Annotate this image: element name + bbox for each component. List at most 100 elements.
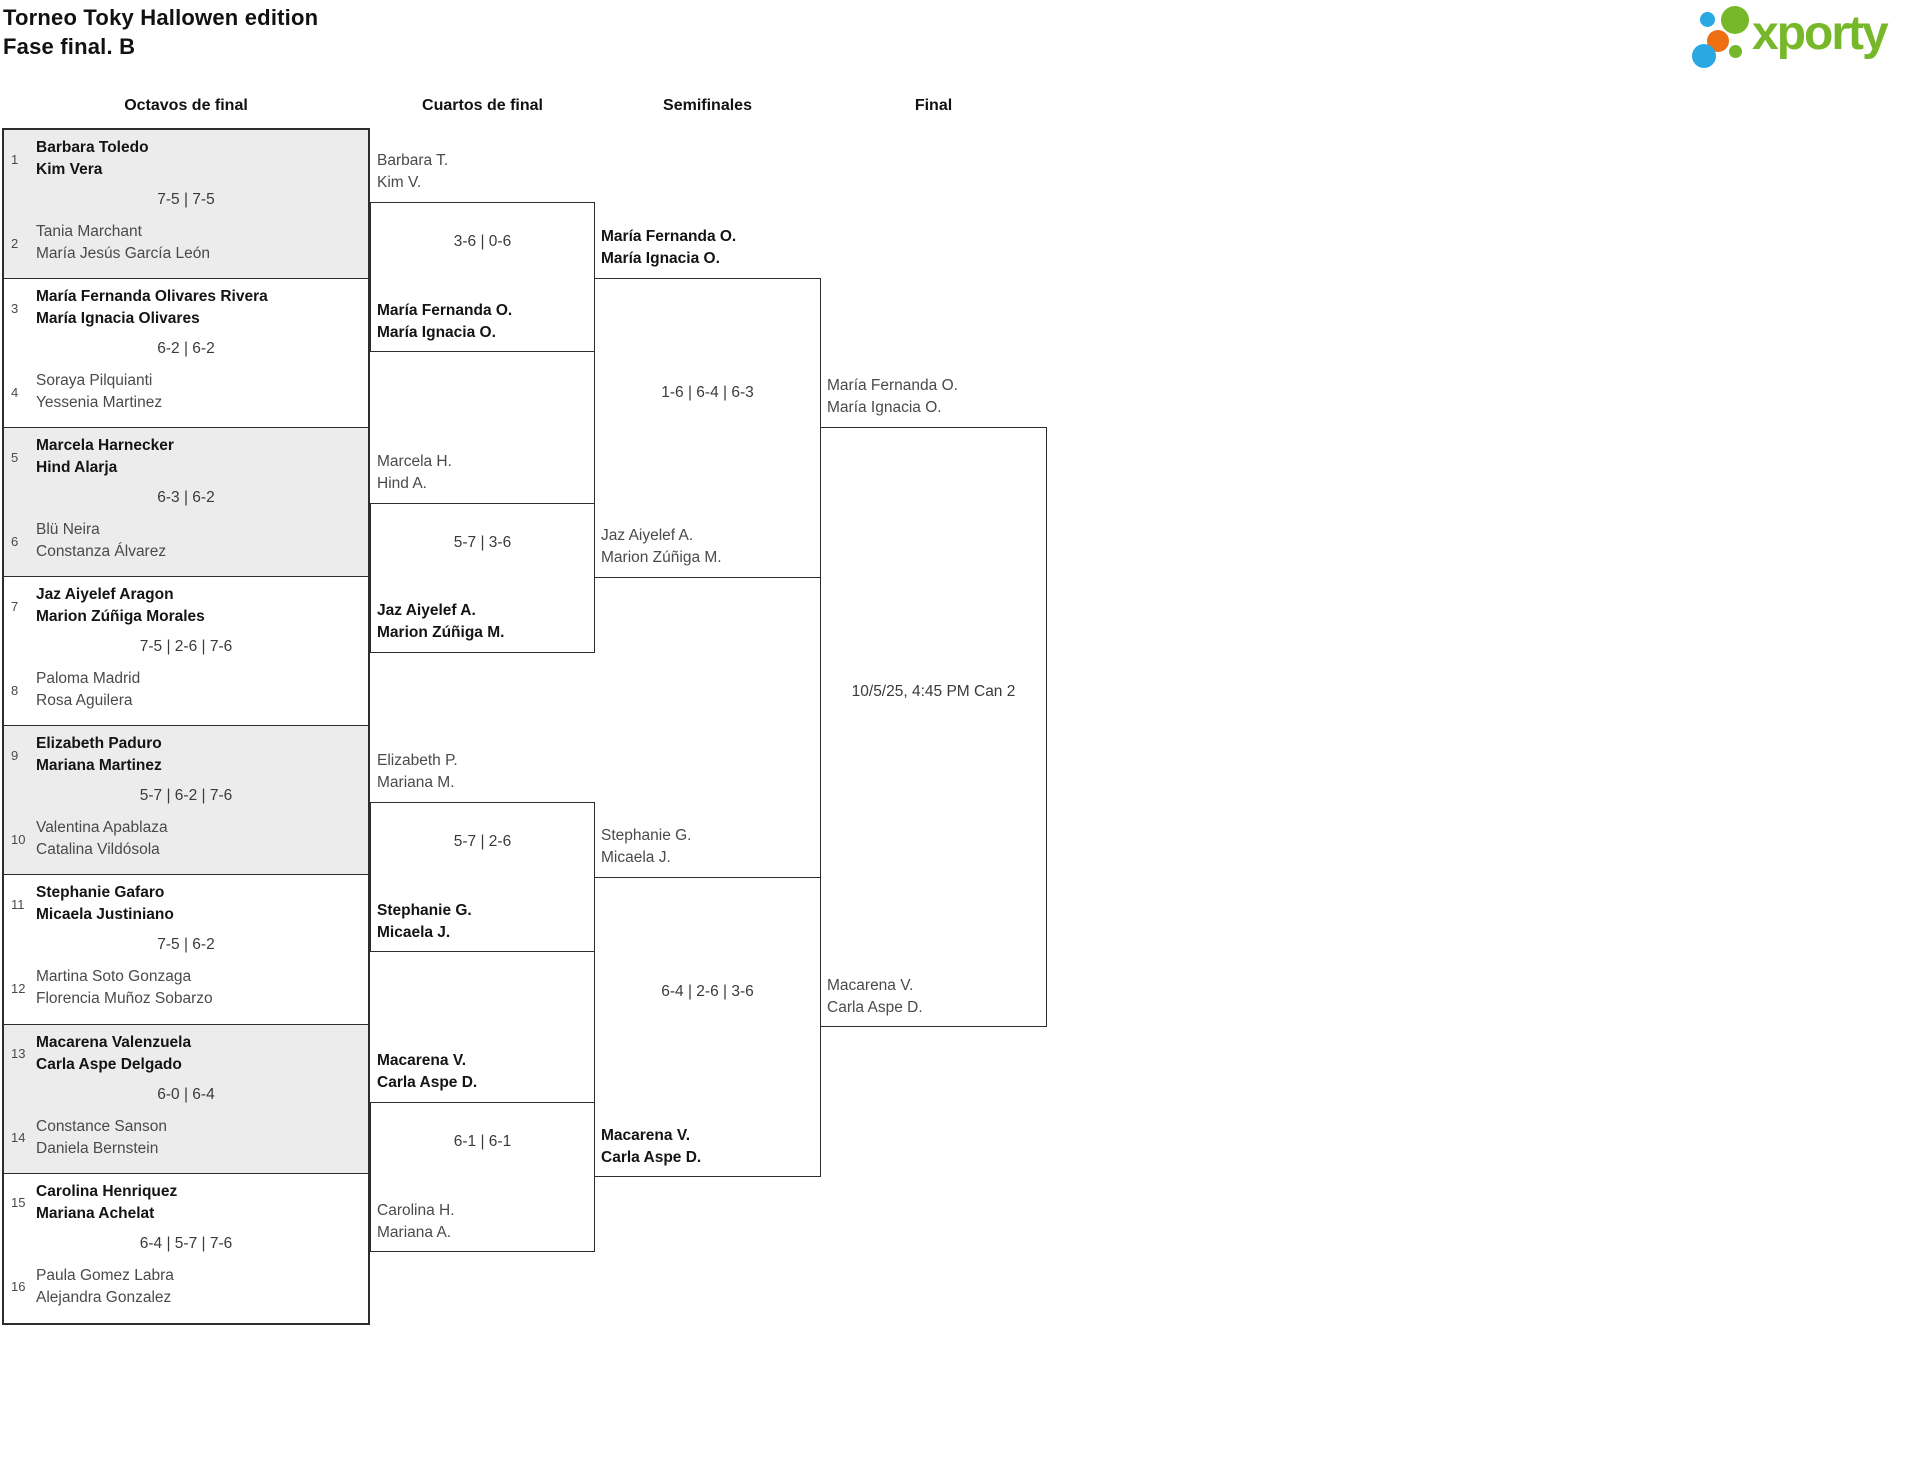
of3-team2-entry: 6 Blü Neira Constanza Álvarez: [11, 519, 362, 563]
player-name: Carla Aspe Delgado: [36, 1055, 182, 1073]
player-name: Macarena Valenzuela: [36, 1033, 192, 1051]
player-name: Martina Soto Gonzaga: [36, 968, 192, 986]
player-name: Macarena V.: [377, 1052, 467, 1069]
qf4-team1-label: Macarena V. Carla Aspe D.: [377, 1050, 589, 1094]
seed-label: 10: [11, 831, 26, 847]
player-name: Rosa Aguilera: [36, 692, 133, 710]
player-name: Constance Sanson: [36, 1117, 167, 1135]
of-match-1[interactable]: 1 Barbara Toledo Kim Vera 7-5 | 7-5 2 Ta…: [4, 130, 368, 280]
of3-team1-entry: 5 Marcela Harnecker Hind Alarja: [11, 435, 362, 479]
of-match-4[interactable]: 7 Jaz Aiyelef Aragon Marion Zúñiga Moral…: [4, 577, 368, 727]
player-name: María Ignacia O.: [377, 324, 496, 341]
match-score: 1-6 | 6-4 | 6-3: [661, 384, 754, 401]
of6-team1-entry: 11 Stephanie Gafaro Micaela Justiniano: [11, 882, 362, 926]
player-name: Micaela J.: [601, 849, 671, 866]
logo-dot-green-small: [1729, 45, 1742, 58]
player-name: Elizabeth Paduro: [36, 735, 162, 753]
of8-team2-entry: 16 Paula Gomez Labra Alejandra Gonzalez: [11, 1265, 362, 1309]
team-names: Paloma Madrid Rosa Aguilera: [36, 668, 140, 712]
sf1-team2-label: Jaz Aiyelef A. Marion Zúñiga M.: [601, 525, 813, 569]
player-name: María Fernanda Olivares Rivera: [36, 288, 268, 306]
player-name: Elizabeth P.: [377, 752, 458, 769]
player-name: Constanza Álvarez: [36, 543, 167, 561]
player-name: Carolina H.: [377, 1202, 455, 1219]
sf2-team1-label: Stephanie G. Micaela J.: [601, 825, 813, 869]
team-names: Macarena Valenzuela Carla Aspe Delgado: [36, 1032, 191, 1076]
player-name: María Fernanda O.: [601, 228, 737, 245]
logo-dot-blue-large: [1692, 44, 1716, 68]
logo-dot-orange: [1707, 30, 1729, 52]
player-name: Barbara T.: [377, 152, 449, 169]
player-name: Micaela J.: [377, 924, 451, 941]
player-name: Yessenia Martinez: [36, 394, 163, 412]
of4-team2-entry: 8 Paloma Madrid Rosa Aguilera: [11, 668, 362, 712]
qf2-team1-label: Marcela H. Hind A.: [377, 451, 589, 495]
of5-team2-entry: 10 Valentina Apablaza Catalina Vildósola: [11, 817, 362, 861]
match-score: 6-2 | 6-2: [157, 340, 215, 358]
player-name: Marion Zúñiga M.: [377, 624, 505, 641]
seed-label: 4: [11, 384, 19, 400]
player-name: Carla Aspe D.: [601, 1149, 702, 1166]
of-match-2[interactable]: 3 María Fernanda Olivares Rivera María I…: [4, 279, 368, 429]
player-name: Carla Aspe D.: [827, 999, 923, 1016]
match-score: 7-5 | 6-2: [157, 936, 215, 954]
tournament-title: Torneo Toky Hallowen edition: [3, 5, 319, 30]
seed-label: 9: [11, 747, 19, 763]
player-name: María Ignacia O.: [601, 250, 720, 267]
of-match-8[interactable]: 15 Carolina Henriquez Mariana Achelat 6-…: [4, 1174, 368, 1323]
of-match-7[interactable]: 13 Macarena Valenzuela Carla Aspe Delgad…: [4, 1024, 368, 1174]
qf4-box[interactable]: 6-1 | 6-1: [370, 1102, 595, 1252]
team-names: Stephanie Gafaro Micaela Justiniano: [36, 882, 174, 926]
of-match-3[interactable]: 5 Marcela Harnecker Hind Alarja 6-3 | 6-…: [4, 428, 368, 578]
logo-dot-green-large: [1721, 6, 1749, 34]
team-names: Barbara Toledo Kim Vera: [36, 137, 149, 181]
player-name: Carla Aspe D.: [377, 1074, 478, 1091]
seed-label: 13: [11, 1046, 26, 1062]
player-name: Barbara Toledo: [36, 139, 149, 156]
of2-team2-entry: 4 Soraya Pilquianti Yessenia Martinez: [11, 370, 362, 414]
of-match-5[interactable]: 9 Elizabeth Paduro Mariana Martinez 5-7 …: [4, 726, 368, 876]
of7-team2-entry: 14 Constance Sanson Daniela Bernstein: [11, 1116, 362, 1160]
header-titles: Torneo Toky Hallowen edition Fase final.…: [3, 3, 318, 61]
column-header-octavos: Octavos de final: [124, 97, 248, 114]
player-name: Mariana Achelat: [36, 1204, 155, 1222]
of-match-6[interactable]: 11 Stephanie Gafaro Micaela Justiniano 7…: [4, 875, 368, 1025]
sf2-box[interactable]: 6-4 | 2-6 | 3-6: [594, 877, 821, 1177]
final-box[interactable]: 10/5/25, 4:45 PM Can 2: [820, 427, 1047, 1027]
player-name: Jaz Aiyelef Aragon: [36, 586, 174, 604]
player-name: Daniela Bernstein: [36, 1139, 159, 1157]
player-name: María Ignacia O.: [827, 399, 942, 416]
player-name: Catalina Vildósola: [36, 841, 160, 859]
player-name: Jaz Aiyelef A.: [601, 527, 694, 544]
team-names: Valentina Apablaza Catalina Vildósola: [36, 817, 168, 861]
match-score: 6-4 | 2-6 | 3-6: [661, 983, 754, 1000]
sf2-team2-label: Macarena V. Carla Aspe D.: [601, 1125, 813, 1169]
of2-team1-entry: 3 María Fernanda Olivares Rivera María I…: [11, 286, 362, 330]
player-name: María Ignacia Olivares: [36, 310, 200, 328]
octavos-column: 1 Barbara Toledo Kim Vera 7-5 | 7-5 2 Ta…: [2, 128, 370, 1325]
player-name: María Fernanda O.: [827, 377, 958, 394]
column-header-semifinales: Semifinales: [663, 97, 752, 114]
qf4-team2-label: Carolina H. Mariana A.: [377, 1200, 589, 1244]
player-name: Marion Zúñiga Morales: [36, 608, 205, 626]
player-name: Tania Marchant: [36, 223, 142, 240]
player-name: Alejandra Gonzalez: [36, 1288, 172, 1306]
player-name: Valentina Apablaza: [36, 819, 168, 837]
team-names: Blü Neira Constanza Álvarez: [36, 519, 166, 563]
of6-team2-entry: 12 Martina Soto Gonzaga Florencia Muñoz …: [11, 966, 362, 1010]
player-name: Mariana Martinez: [36, 757, 162, 775]
of7-team1-entry: 13 Macarena Valenzuela Carla Aspe Delgad…: [11, 1032, 362, 1076]
seed-label: 2: [11, 235, 19, 251]
match-score: 5-7 | 3-6: [453, 534, 512, 551]
seed-label: 8: [11, 682, 19, 698]
of8-team1-entry: 15 Carolina Henriquez Mariana Achelat: [11, 1181, 362, 1225]
qf1-team1-label: Barbara T. Kim V.: [377, 150, 589, 194]
seed-label: 3: [11, 300, 19, 316]
match-score: 7-5 | 7-5: [157, 191, 215, 208]
qf2-box[interactable]: 5-7 | 3-6: [370, 503, 595, 653]
qf1-box[interactable]: 3-6 | 0-6: [370, 202, 595, 352]
team-names: Marcela Harnecker Hind Alarja: [36, 435, 174, 479]
match-score: 3-6 | 0-6: [453, 233, 512, 250]
xporty-logo[interactable]: xporty: [1688, 2, 1920, 78]
team-names: Jaz Aiyelef Aragon Marion Zúñiga Morales: [36, 584, 205, 628]
